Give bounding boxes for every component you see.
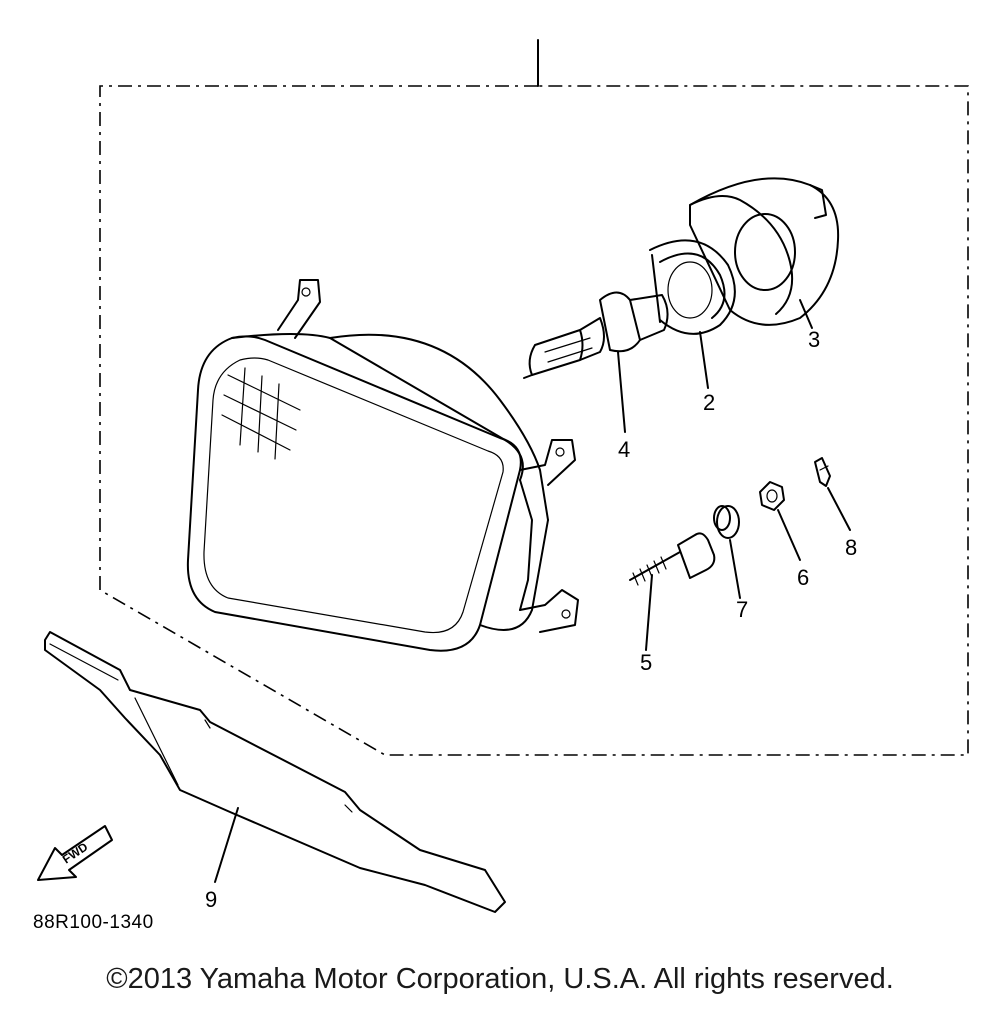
callout-3: 3	[808, 327, 820, 352]
rubber-cover	[689, 177, 840, 326]
fwd-arrow: FWD	[37, 825, 113, 881]
leader-line-3	[799, 299, 813, 329]
adjusting-screw	[629, 532, 716, 586]
leader-line-8	[827, 487, 851, 531]
callout-6: 6	[797, 565, 809, 590]
headlight-unit	[186, 279, 579, 652]
leader-line-6	[777, 509, 801, 561]
bulb-holder	[649, 239, 736, 335]
bracket-plate	[44, 631, 506, 913]
assembly-boundary	[99, 85, 969, 756]
bulb	[523, 291, 669, 379]
leader-line-4	[617, 351, 626, 433]
callout-7: 7	[736, 597, 748, 622]
copyright-notice: ©2013 Yamaha Motor Corporation, U.S.A. A…	[106, 963, 894, 995]
callout-2: 2	[703, 390, 715, 415]
nut	[759, 481, 785, 511]
callout-5: 5	[640, 650, 652, 675]
callout-8: 8	[845, 535, 857, 560]
leader-line-2	[699, 331, 709, 389]
leader-line-9	[214, 807, 239, 883]
callout-9: 9	[205, 887, 217, 912]
fwd-label: FWD	[60, 839, 91, 866]
leader-line-5	[645, 574, 653, 651]
spacer	[713, 505, 740, 539]
clip	[814, 457, 831, 487]
leader-line-7	[729, 539, 741, 599]
callout-4: 4	[618, 437, 630, 462]
diagram-code: 88R100-1340	[33, 912, 154, 933]
